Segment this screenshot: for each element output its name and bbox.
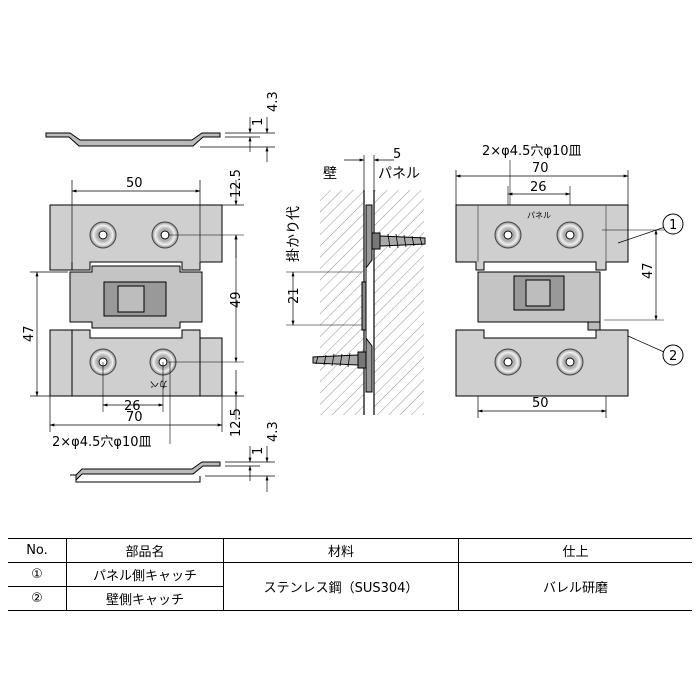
left-top-plate bbox=[49, 204, 223, 271]
callout-2 bbox=[662, 344, 684, 366]
row-finish: バレル研磨 bbox=[458, 562, 692, 611]
right-dim-50: 50 bbox=[532, 396, 549, 411]
left-dim-12-5-top: 12.5 bbox=[229, 169, 244, 198]
left-dim-50: 50 bbox=[126, 176, 143, 191]
col-finish: 仕上 bbox=[458, 538, 692, 563]
left-bottom-profile: 1 4.3 bbox=[70, 421, 281, 492]
col-no: No. bbox=[8, 538, 67, 563]
engrave-cabe: カベ bbox=[150, 378, 168, 389]
left-dim-12-5-bottom: 12.5 bbox=[229, 408, 244, 437]
callout-1 bbox=[662, 213, 684, 235]
row-no: ② bbox=[8, 586, 67, 611]
left-bottom-dim-1: 1 bbox=[251, 447, 266, 455]
right-dim-47: 47 bbox=[641, 262, 656, 279]
table-row: ② 壁側キャッチ bbox=[8, 586, 692, 611]
row-part-name: 壁側キャッチ bbox=[66, 586, 224, 611]
left-middle-catch bbox=[69, 265, 203, 329]
callout-2-label: 2 bbox=[669, 349, 677, 364]
row-no: ① bbox=[8, 562, 67, 587]
right-middle-catch bbox=[477, 271, 601, 331]
middle-view: 5 壁 パネル 21 掛かり代 bbox=[286, 147, 426, 415]
left-dim-26: 26 bbox=[124, 399, 141, 414]
parts-table: No. 部品名 材料 仕上 ① パネル側キャッチ ステンレス鋼（SUS304） … bbox=[8, 538, 692, 611]
table-header-row: No. 部品名 材料 仕上 bbox=[8, 538, 692, 563]
left-top-dim-1: 1 bbox=[251, 118, 266, 126]
row-part-name: パネル側キャッチ bbox=[66, 562, 224, 587]
screw-icon bbox=[312, 351, 367, 369]
left-dim-70: 70 bbox=[126, 410, 143, 425]
callout-1-label: 1 bbox=[669, 218, 677, 233]
middle-wall-label: 壁 bbox=[323, 166, 337, 182]
middle-dim-5: 5 bbox=[393, 147, 401, 162]
left-dim-49: 49 bbox=[229, 291, 244, 308]
col-material: 材料 bbox=[223, 538, 459, 563]
left-view: 1 4.3 bbox=[22, 91, 281, 492]
left-top-profile: 1 4.3 bbox=[45, 91, 281, 162]
middle-hook-label: 掛かり代 bbox=[286, 206, 302, 262]
row-material: ステンレス鋼（SUS304） bbox=[223, 562, 459, 611]
right-dim-26: 26 bbox=[530, 180, 547, 195]
technical-drawing: 1 4.3 bbox=[22, 91, 684, 492]
left-dim-47: 47 bbox=[22, 325, 37, 342]
right-bottom-plate bbox=[455, 329, 629, 397]
left-bottom-dim-4-3: 4.3 bbox=[266, 421, 281, 442]
left-hole-note: 2×φ4.5穴φ10皿 bbox=[52, 435, 152, 450]
col-part-name: 部品名 bbox=[66, 538, 224, 563]
right-top-plate: パネル bbox=[455, 204, 629, 271]
middle-dim-21: 21 bbox=[287, 287, 302, 304]
left-bottom-plate: カベ bbox=[49, 329, 223, 397]
left-top-dim-4-3: 4.3 bbox=[266, 91, 281, 112]
middle-panel-label: パネル bbox=[378, 166, 420, 182]
right-dim-70: 70 bbox=[532, 161, 549, 176]
right-hole-note: 2×φ4.5穴φ10皿 bbox=[482, 144, 582, 159]
engrave-panel: パネル bbox=[527, 211, 551, 220]
screw-icon bbox=[371, 232, 426, 250]
table-row: ① パネル側キャッチ ステンレス鋼（SUS304） バレル研磨 bbox=[8, 562, 692, 611]
right-view: 2×φ4.5穴φ10皿 70 26 パネル bbox=[455, 144, 684, 418]
